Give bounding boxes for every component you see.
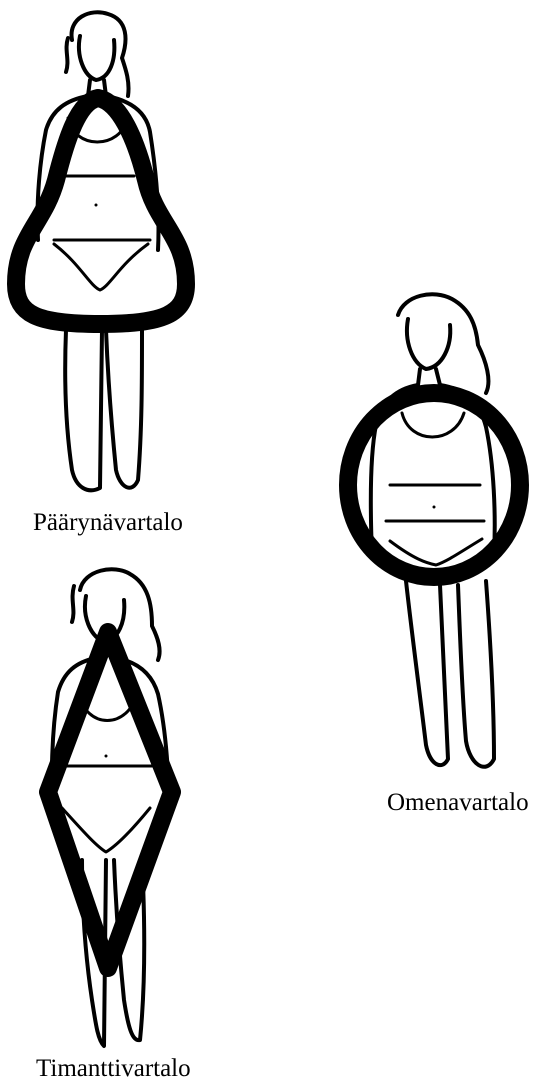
pear-body-illustration bbox=[0, 0, 200, 500]
apple-body-figure bbox=[330, 285, 550, 785]
diamond-body-illustration bbox=[20, 560, 200, 1060]
pear-caption: Päärynävartalo bbox=[33, 510, 183, 535]
pear-body-figure bbox=[0, 0, 200, 500]
diamond-body-figure bbox=[20, 560, 200, 1060]
apple-body-illustration bbox=[330, 285, 550, 785]
apple-face bbox=[407, 319, 450, 369]
apple-hair bbox=[398, 294, 488, 393]
pear-face bbox=[79, 36, 114, 80]
apple-caption: Omenavartalo bbox=[387, 790, 529, 815]
diamond-caption: Timanttivartalo bbox=[36, 1056, 191, 1081]
